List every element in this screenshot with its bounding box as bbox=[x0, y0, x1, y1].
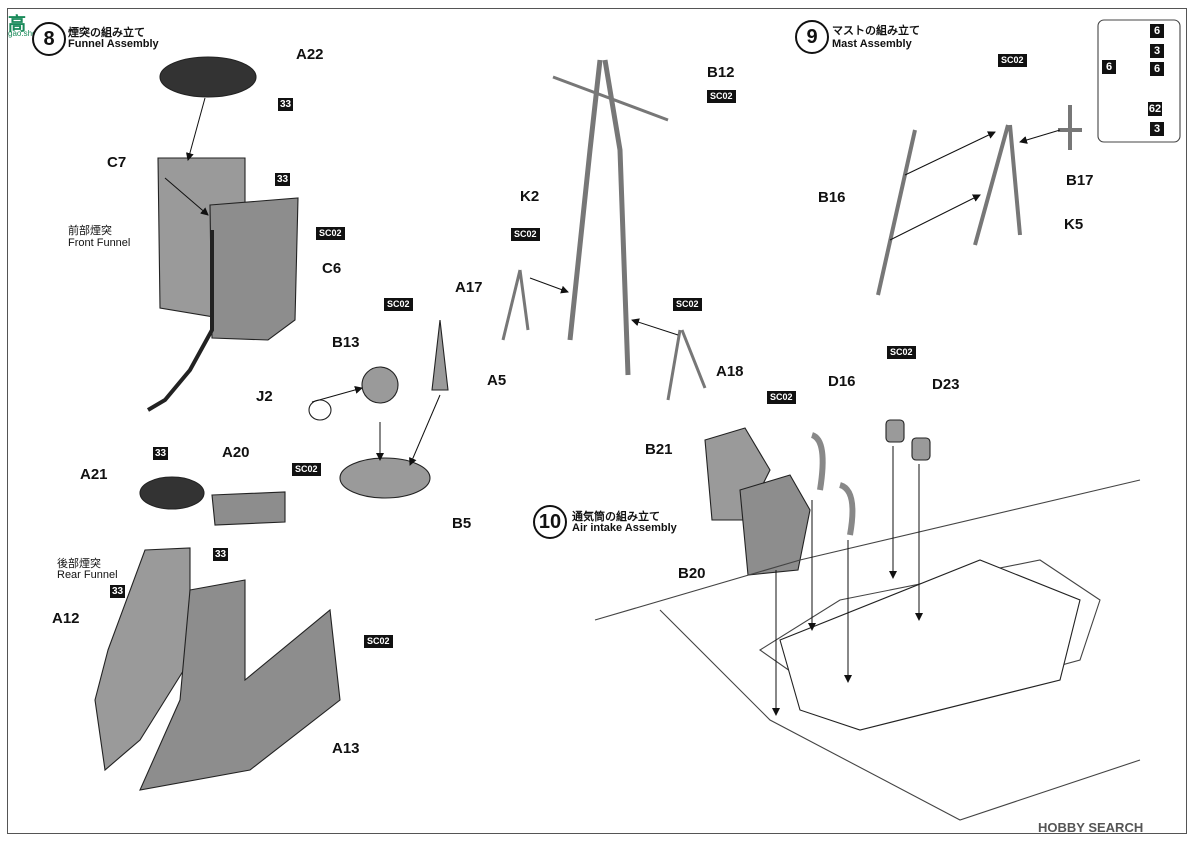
part-label-a5: A5 bbox=[487, 372, 507, 389]
paint-callout: SC02 bbox=[384, 298, 413, 311]
rear-funnel-a13 bbox=[139, 579, 341, 791]
paint-callout-33: 33 bbox=[213, 548, 229, 561]
part-label-a22: A22 bbox=[296, 46, 324, 63]
rear-funnel-en: Rear Funnel bbox=[57, 569, 118, 581]
detail-inset bbox=[1097, 19, 1181, 143]
paint-callout: SC02 bbox=[316, 227, 345, 240]
paint-callout: SC02 bbox=[511, 228, 540, 241]
part-label-b13: B13 bbox=[332, 334, 360, 351]
steam-pipe bbox=[146, 230, 214, 412]
part-b17 bbox=[1058, 105, 1082, 150]
vent-d23-a bbox=[885, 419, 905, 443]
front-funnel-c6 bbox=[209, 197, 299, 341]
paint-callout: SC02 bbox=[364, 635, 393, 648]
part-label-d16: D16 bbox=[828, 373, 856, 390]
lens-j2 bbox=[308, 399, 332, 421]
inset-number: 6 bbox=[1102, 60, 1116, 74]
paint-callout: SC02 bbox=[887, 346, 916, 359]
part-label-a21: A21 bbox=[80, 466, 108, 483]
grate-a22 bbox=[159, 56, 257, 98]
inset-number: 6 bbox=[1150, 62, 1164, 76]
part-label-b5: B5 bbox=[452, 515, 472, 532]
paint-callout: SC02 bbox=[998, 54, 1027, 67]
part-a20 bbox=[211, 491, 286, 526]
part-label-c6: C6 bbox=[322, 260, 342, 277]
part-label-b17: B17 bbox=[1066, 172, 1094, 189]
part-label-a18: A18 bbox=[716, 363, 744, 380]
step-8-title-jp: 煙突の組み立て bbox=[68, 27, 145, 39]
paint-callout: SC02 bbox=[292, 463, 321, 476]
part-label-k5: K5 bbox=[1064, 216, 1084, 233]
inset-number: 62 bbox=[1148, 102, 1162, 116]
page-frame bbox=[7, 8, 1187, 834]
mast-k5 bbox=[973, 124, 1022, 246]
vent-b20 bbox=[739, 474, 811, 576]
part-label-a13: A13 bbox=[332, 740, 360, 757]
part-label-k2: K2 bbox=[520, 188, 540, 205]
vent-d16-a bbox=[810, 432, 826, 491]
inset-number: 3 bbox=[1150, 122, 1164, 136]
paint-callout: SC02 bbox=[673, 298, 702, 311]
paint-callout-33: 33 bbox=[275, 173, 291, 186]
part-a5 bbox=[431, 319, 449, 391]
part-label-c7: C7 bbox=[107, 154, 127, 171]
mast-b16 bbox=[876, 129, 917, 296]
part-label-b16: B16 bbox=[818, 189, 846, 206]
part-label-j2: J2 bbox=[256, 388, 273, 405]
paint-callout: SC02 bbox=[707, 90, 736, 103]
step-8-title-en: Funnel Assembly bbox=[68, 38, 159, 50]
yard-arm bbox=[552, 75, 669, 122]
front-funnel-en: Front Funnel bbox=[68, 237, 131, 249]
step-9-number: 9 bbox=[795, 20, 829, 54]
paint-callout-33: 33 bbox=[153, 447, 169, 460]
part-label-a20: A20 bbox=[222, 444, 250, 461]
searchlight-b13 bbox=[361, 366, 399, 404]
rear-funnel-jp: 後部煙突 bbox=[57, 558, 101, 570]
grate-a21 bbox=[139, 476, 205, 510]
step-10-title-jp: 通気筒の組み立て bbox=[572, 511, 660, 523]
mast-k2 bbox=[567, 59, 631, 376]
watermark-hobby-search: HOBBY SEARCH bbox=[1038, 820, 1144, 835]
part-label-b12: B12 bbox=[707, 64, 735, 81]
rear-funnel-a12 bbox=[94, 547, 191, 772]
part-a18 bbox=[666, 329, 707, 401]
step-9-title-en: Mast Assembly bbox=[832, 38, 912, 50]
inset-number: 6 bbox=[1150, 24, 1164, 38]
part-a17 bbox=[501, 269, 530, 341]
paint-callout-33: 33 bbox=[110, 585, 126, 598]
step-10-title-en: Air intake Assembly bbox=[572, 522, 677, 534]
watermark-logo: 高 bbox=[8, 14, 26, 34]
step-9-title-jp: マストの組み立て bbox=[832, 25, 920, 37]
platform-b5 bbox=[339, 457, 431, 499]
part-label-b20: B20 bbox=[678, 565, 706, 582]
part-label-d23: D23 bbox=[932, 376, 960, 393]
part-label-a12: A12 bbox=[52, 610, 80, 627]
paint-callout-33: 33 bbox=[278, 98, 294, 111]
front-funnel-jp: 前部煙突 bbox=[68, 225, 112, 237]
part-label-a17: A17 bbox=[455, 279, 483, 296]
inset-number: 3 bbox=[1150, 44, 1164, 58]
vent-d23-b bbox=[911, 437, 931, 461]
vent-d16-b bbox=[838, 482, 856, 536]
step-8-number: 8 bbox=[32, 22, 66, 56]
deckhouse bbox=[779, 559, 1081, 731]
paint-callout: SC02 bbox=[767, 391, 796, 404]
part-label-b21: B21 bbox=[645, 441, 673, 458]
step-10-number: 10 bbox=[533, 505, 567, 539]
